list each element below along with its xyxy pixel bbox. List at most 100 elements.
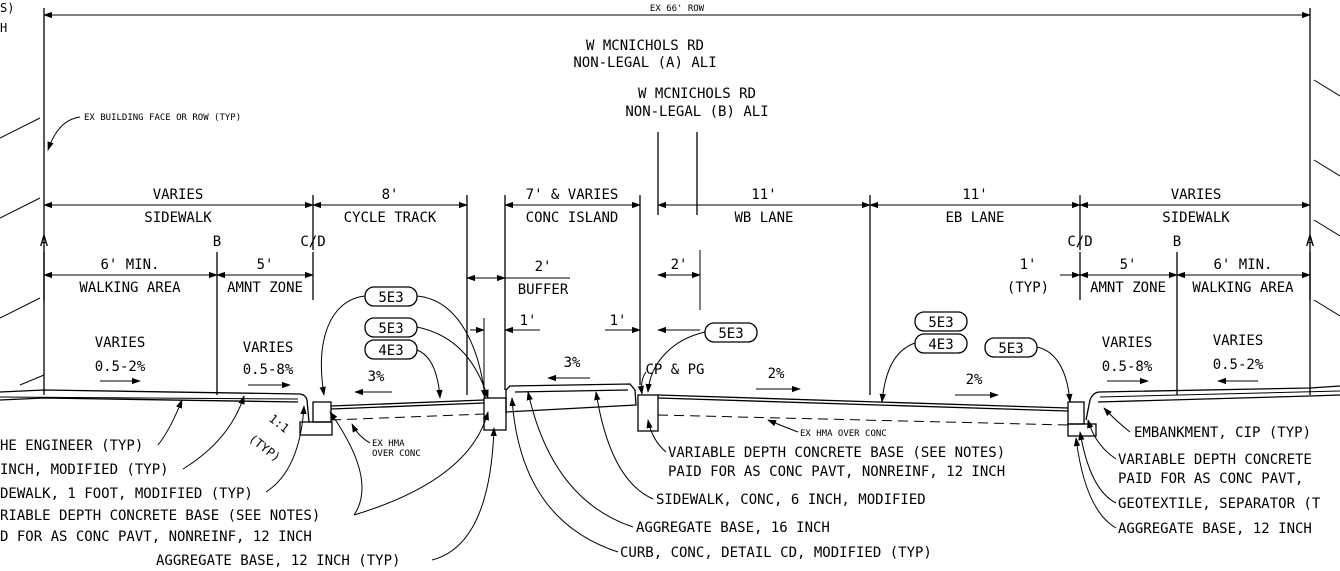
- clipped-text-top: S): [0, 1, 14, 15]
- wb-lane-width: 11': [751, 187, 776, 203]
- callout-center-3: AGGREGATE BASE, 16 INCH: [636, 520, 830, 536]
- callout-right-2: PAID FOR AS CONC PAVT,: [1118, 471, 1303, 487]
- cycle-track-surface: [330, 399, 485, 421]
- amnt-varies-right: VARIES: [1102, 335, 1153, 351]
- svg-text:5E3: 5E3: [928, 315, 953, 331]
- left-edge-breaks: [0, 117, 45, 386]
- wb-lane-name: WB LANE: [734, 210, 793, 226]
- eb-lane-name: EB LANE: [945, 210, 1004, 226]
- right-sidewalk-name: SIDEWALK: [1162, 210, 1230, 226]
- eb-slope: 2%: [966, 372, 983, 388]
- right-walk-name: WALKING AREA: [1192, 280, 1294, 296]
- ex-hma-left-1: EX HMA: [372, 439, 405, 449]
- title-b-line1: W MCNICHOLS RD: [638, 86, 756, 102]
- svg-text:5E3: 5E3: [378, 290, 403, 306]
- badge-5e3-cycle-2: 5E3: [364, 317, 418, 338]
- roadway-surface: [657, 394, 1069, 426]
- left-sidewalk-width: VARIES: [153, 187, 204, 203]
- conc-island-width: 7' & VARIES: [526, 187, 619, 203]
- center-callout-leaders: [509, 391, 667, 553]
- island-slope: 3%: [564, 355, 581, 371]
- conc-island-name: CONC ISLAND: [526, 210, 619, 226]
- buffer-width: 2': [535, 259, 552, 275]
- point-b-left: B: [213, 234, 221, 250]
- callout-left-0: HE ENGINEER (TYP): [0, 438, 143, 454]
- point-cd-left: C/D: [300, 234, 325, 250]
- island-structure: [483, 383, 659, 432]
- point-cd-right: C/D: [1067, 234, 1092, 250]
- svg-text:5E3: 5E3: [718, 326, 743, 342]
- walk-varies-right: VARIES: [1213, 333, 1264, 349]
- point-a-right: A: [1306, 234, 1315, 250]
- point-b-right: B: [1173, 234, 1181, 250]
- title-a-line1: W MCNICHOLS RD: [586, 38, 704, 54]
- clipped-text-top-2: H: [0, 21, 7, 35]
- badge-5e3-wb: 5E3: [704, 322, 758, 343]
- right-amnt-width: 5': [1120, 257, 1137, 273]
- one-to-one-ratio: 1:1: [266, 411, 292, 435]
- zone-boundaries: [312, 195, 1081, 395]
- right-walk-width: 6' MIN.: [1213, 257, 1272, 273]
- cycle-slope: 3%: [368, 369, 385, 385]
- one-ft-island: 1': [610, 313, 627, 329]
- building-face-leader: [47, 116, 81, 151]
- amnt-varies-left: VARIES: [243, 340, 294, 356]
- ex-hma-left-2: OVER CONC: [372, 449, 421, 459]
- right-typ: (TYP): [1007, 280, 1049, 296]
- two-ft: 2': [671, 257, 688, 273]
- callout-center-0: VARIABLE DEPTH CONCRETE BASE (SEE NOTES): [668, 445, 1005, 461]
- cycle-track-width: 8': [382, 187, 399, 203]
- title-a-line2: NON-LEGAL (A) ALI: [573, 55, 716, 71]
- cp-pg-leader: [637, 371, 647, 395]
- left-walk-width: 6' MIN.: [100, 257, 159, 273]
- callout-left-2: DEWALK, 1 FOOT, MODIFIED (TYP): [0, 486, 253, 502]
- cp-pg-label: CP & PG: [645, 362, 704, 378]
- callout-left-3: RIABLE DEPTH CONCRETE BASE (SEE NOTES): [0, 508, 320, 524]
- wb-slope: 2%: [768, 366, 785, 382]
- callout-left-5: AGGREGATE BASE, 12 INCH (TYP): [156, 553, 400, 569]
- callout-center-2: SIDEWALK, CONC, 6 INCH, MODIFIED: [656, 492, 926, 508]
- callout-right-3: GEOTEXTILE, SEPARATOR (T: [1118, 496, 1321, 512]
- left-sidewalk-name: SIDEWALK: [144, 210, 212, 226]
- svg-text:5E3: 5E3: [378, 321, 403, 337]
- callout-right-1: VARIABLE DEPTH CONCRETE: [1118, 452, 1312, 468]
- cycle-track-name: CYCLE TRACK: [344, 210, 437, 226]
- left-curb: [299, 401, 333, 436]
- walk-varies-left: VARIES: [95, 335, 146, 351]
- right-one-ft: 1': [1020, 257, 1037, 273]
- one-to-one-typ: (TYP): [246, 431, 283, 464]
- point-a-left: A: [40, 234, 49, 250]
- svg-text:4E3: 4E3: [378, 343, 403, 359]
- walk-slope-left: 0.5-2%: [95, 359, 146, 375]
- callout-right-0: EMBANKMENT, CIP (TYP): [1134, 425, 1311, 441]
- one-ft-left: 1': [520, 313, 537, 329]
- svg-text:5E3: 5E3: [998, 341, 1023, 357]
- left-sidewalk-surface: [0, 389, 310, 423]
- right-edge-breaks: [1313, 79, 1340, 317]
- badge-5e3-eb: 5E3: [914, 311, 968, 332]
- amnt-slope-left: 0.5-8%: [243, 362, 294, 378]
- eb-lane-width: 11': [962, 187, 987, 203]
- ex-hma-center: EX HMA OVER CONC: [800, 429, 887, 439]
- svg-text:4E3: 4E3: [928, 337, 953, 353]
- left-walk-name: WALKING AREA: [79, 280, 181, 296]
- left-amnt-width: 5': [257, 257, 274, 273]
- badge-4e3-eb: 4E3: [914, 333, 968, 354]
- badge-5e3-cycle: 5E3: [364, 286, 418, 307]
- buffer-name: BUFFER: [518, 282, 569, 298]
- left-callout-leaders: [157, 395, 497, 561]
- right-sidewalk-surface: [1085, 385, 1340, 421]
- amnt-slope-right: 0.5-8%: [1102, 359, 1153, 375]
- callout-left-4: D FOR AS CONC PAVT, NONREINF, 12 INCH: [0, 529, 312, 545]
- left-amnt-name: AMNT ZONE: [227, 280, 303, 296]
- badge-4e3-cycle: 4E3: [364, 339, 418, 360]
- row-label: EX 66' ROW: [650, 4, 705, 14]
- title-b-line2: NON-LEGAL (B) ALI: [625, 104, 768, 120]
- callout-center-1: PAID FOR AS CONC PAVT, NONREINF, 12 INCH: [668, 464, 1005, 480]
- callout-left-1: INCH, MODIFIED (TYP): [0, 462, 169, 478]
- callout-center-4: CURB, CONC, DETAIL CD, MODIFIED (TYP): [620, 545, 932, 561]
- right-amnt-name: AMNT ZONE: [1090, 280, 1166, 296]
- badge-5e3-right: 5E3: [984, 337, 1038, 358]
- callout-right-4: AGGREGATE BASE, 12 INCH: [1118, 521, 1312, 537]
